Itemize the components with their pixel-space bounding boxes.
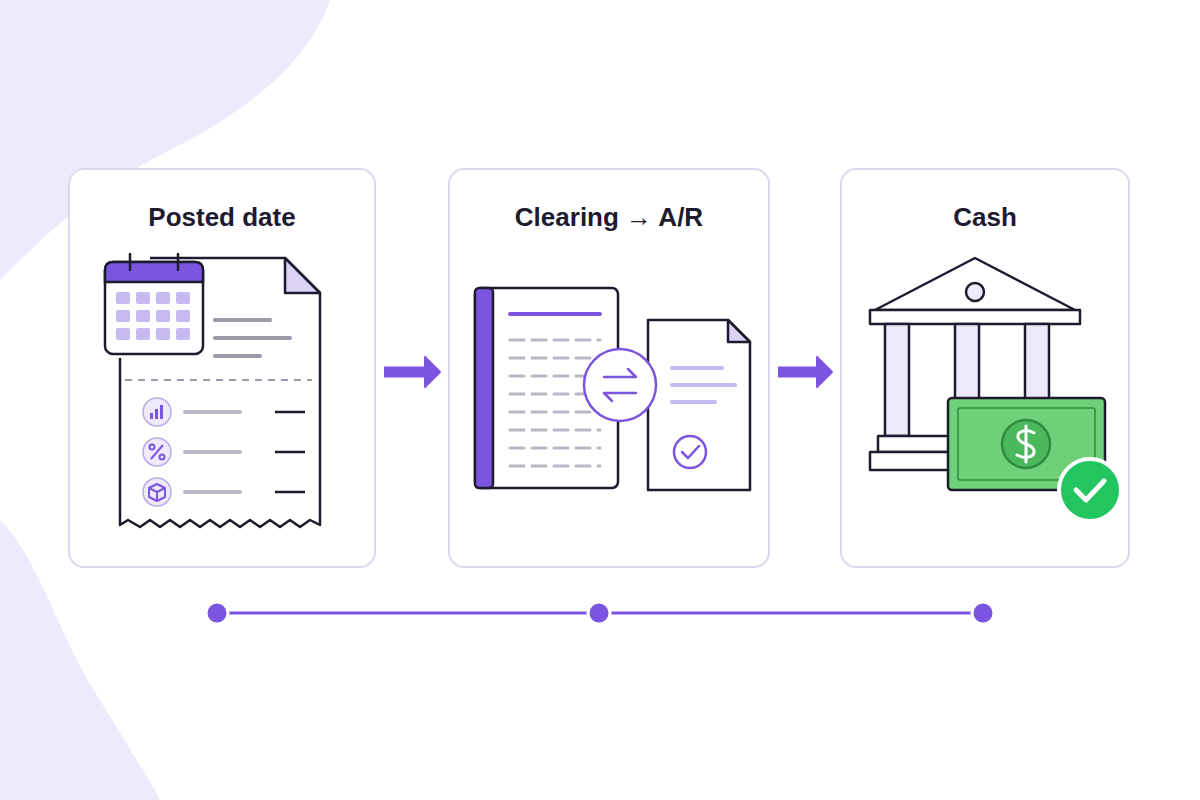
bar-icon <box>150 405 163 419</box>
calendar-icon <box>105 254 203 354</box>
check-badge <box>1059 459 1121 521</box>
calendar-cell <box>136 328 150 340</box>
calendar-cell <box>116 328 130 340</box>
flow-arrow <box>778 357 832 387</box>
timeline <box>206 602 994 624</box>
step-card: Posted date <box>68 168 376 568</box>
calendar-cell <box>156 310 170 322</box>
percent-icon <box>150 445 165 460</box>
document-icon <box>648 320 750 490</box>
calendar-cell <box>116 292 130 304</box>
exchange-icon <box>584 349 656 421</box>
ledger-row <box>510 411 600 414</box>
ledger-row <box>510 339 600 342</box>
calendar-cell <box>136 292 150 304</box>
calendar-cell <box>116 310 130 322</box>
calendar-grid <box>116 292 190 340</box>
step-card: Cash <box>840 168 1130 568</box>
ledger-row <box>510 447 600 450</box>
ledger-row <box>510 357 600 360</box>
step-card: Clearing → A/R <box>448 168 770 568</box>
card-ground <box>840 168 1130 568</box>
box-icon <box>149 484 165 501</box>
card-ground <box>448 168 770 568</box>
calendar-cell <box>176 292 190 304</box>
ledger-rows <box>510 340 600 466</box>
flow-arrow <box>384 357 440 387</box>
calendar-cell <box>176 328 190 340</box>
card-title: Posted date <box>70 202 374 233</box>
calendar-cell <box>176 310 190 322</box>
card-title: Cash <box>842 202 1128 233</box>
ledger-row <box>510 465 600 468</box>
card-ground <box>68 168 376 568</box>
receipt-icon <box>120 258 320 527</box>
calendar-cell <box>156 328 170 340</box>
calendar-cell <box>156 292 170 304</box>
card-title: Clearing → A/R <box>450 202 768 233</box>
ledger-row <box>510 429 600 432</box>
calendar-cell <box>136 310 150 322</box>
